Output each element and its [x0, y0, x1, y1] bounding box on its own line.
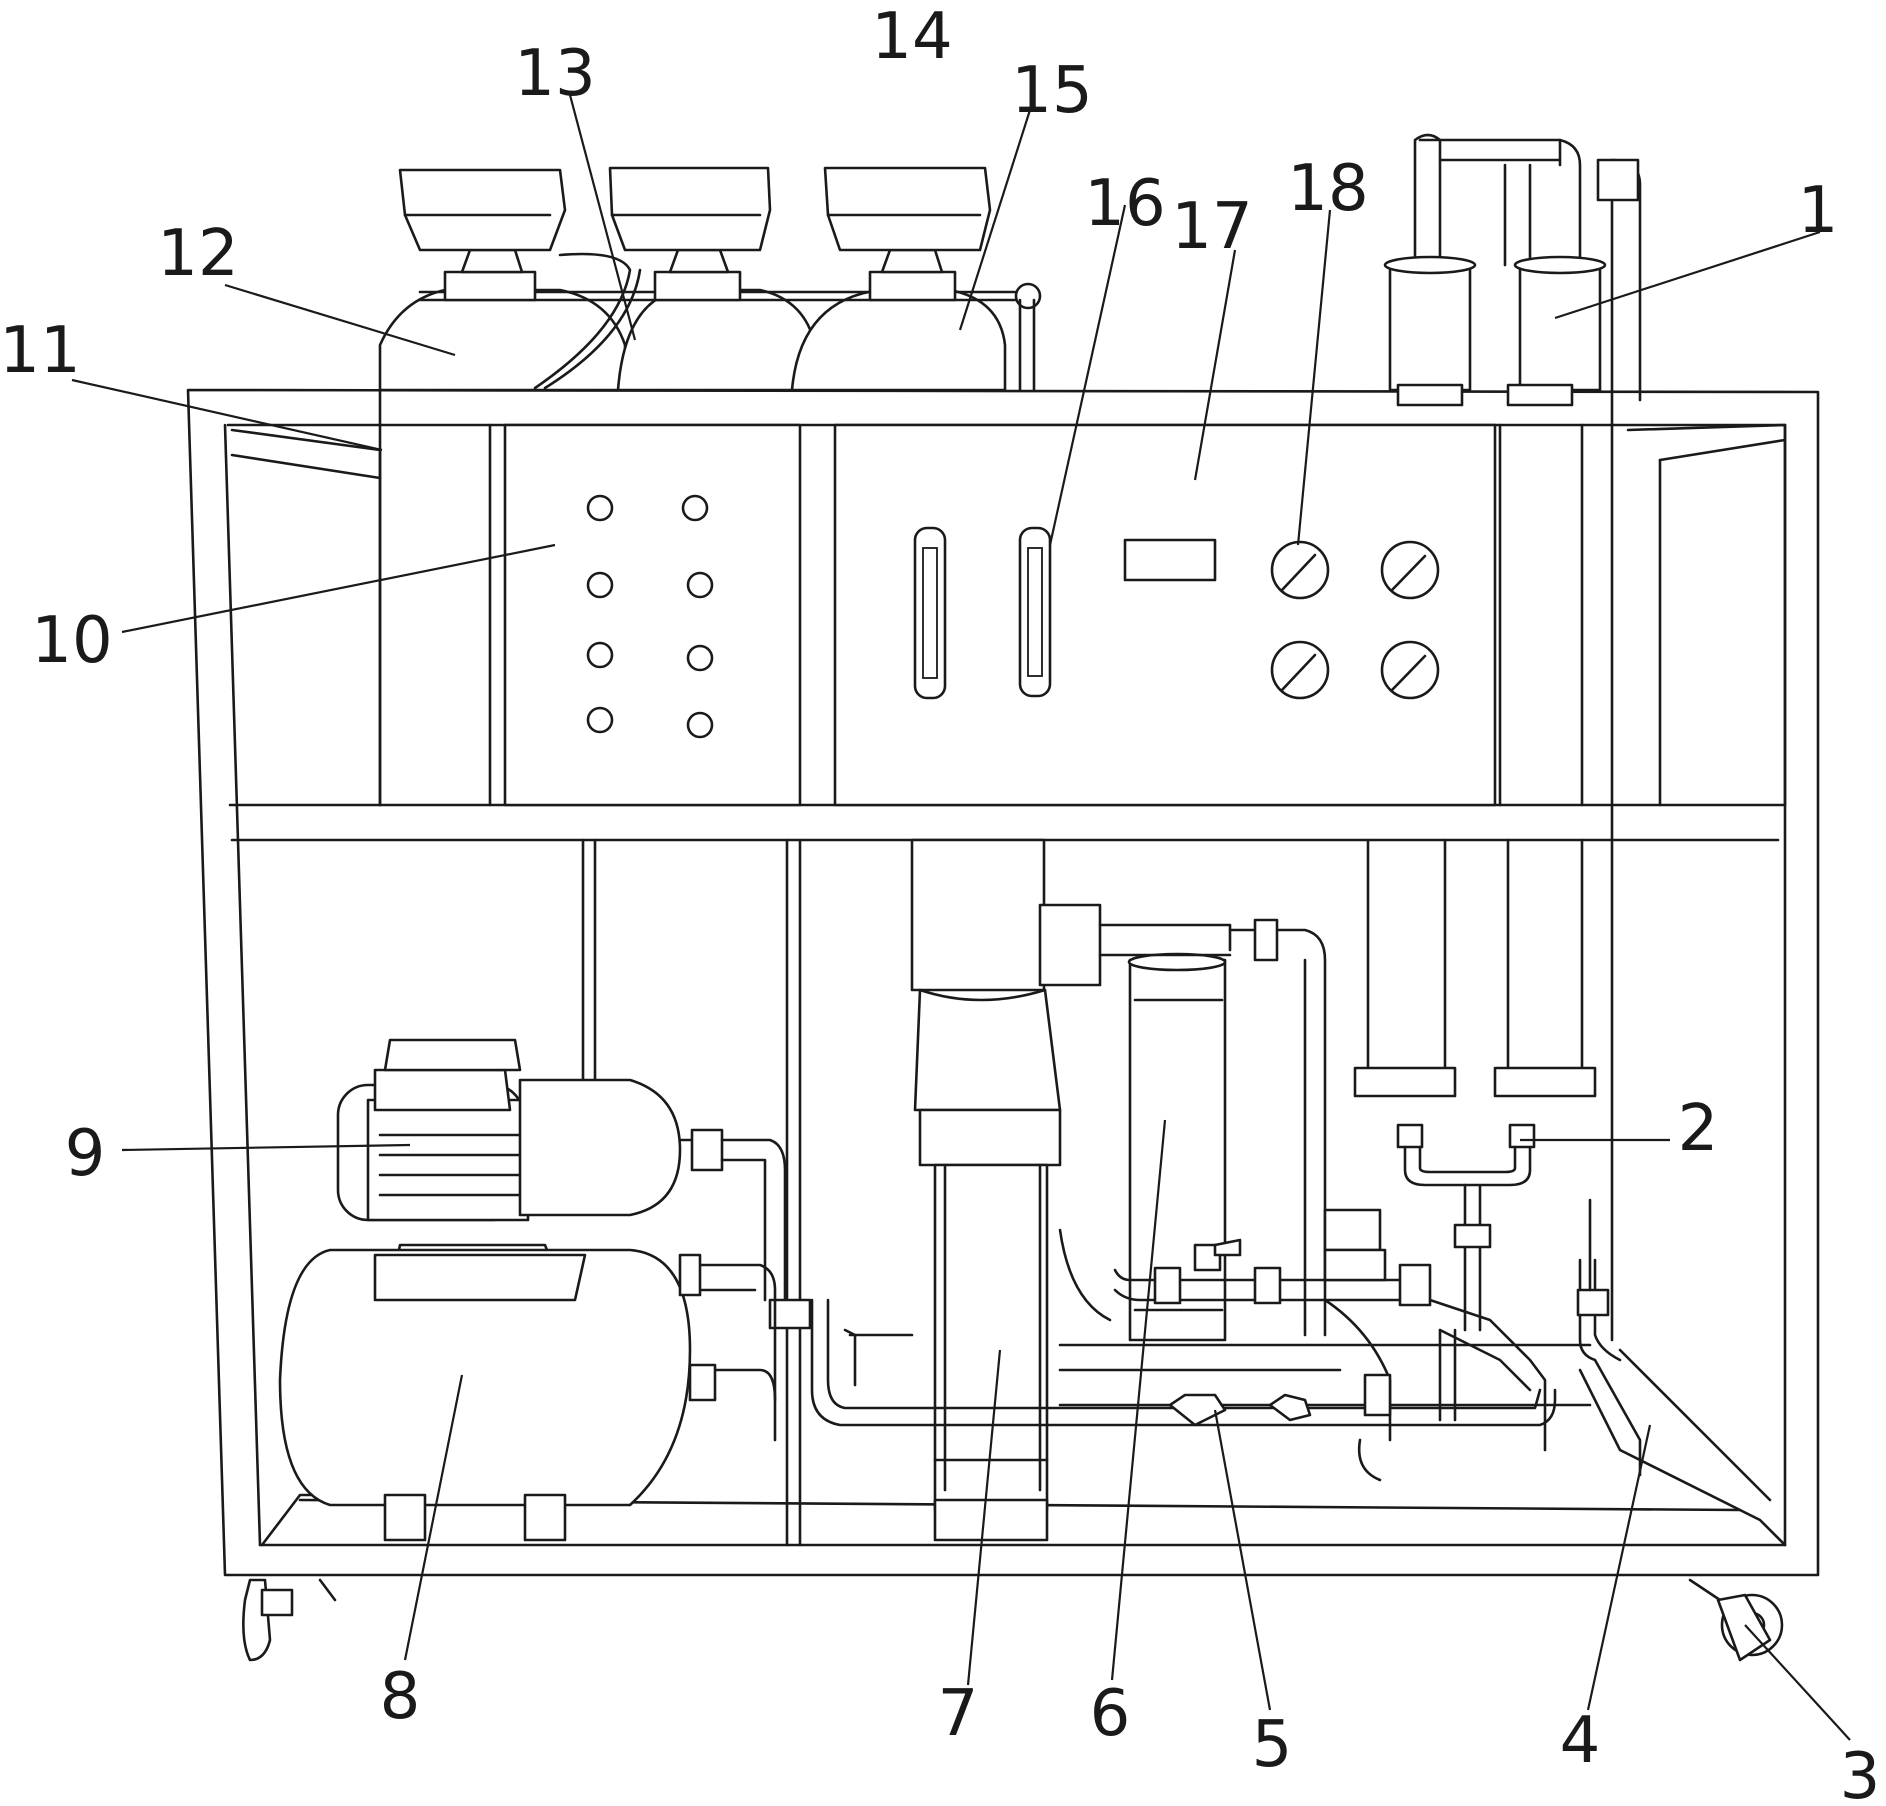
label-17: 17: [1171, 190, 1252, 264]
caster: [1688, 1578, 1784, 1662]
label-3: 3: [1840, 1740, 1881, 1806]
control-valve-head: [823, 166, 992, 302]
sand-filter: [910, 838, 1062, 1542]
label-14: 14: [871, 0, 952, 74]
label-15: 15: [1011, 54, 1092, 128]
label-7: 7: [938, 1677, 979, 1751]
control-panel-left: [503, 423, 802, 807]
control-panel-right: [833, 423, 1497, 807]
label-5: 5: [1252, 1708, 1293, 1782]
label-9: 9: [65, 1117, 106, 1191]
label-10: 10: [31, 604, 112, 678]
label-6: 6: [1090, 1677, 1131, 1751]
label-4: 4: [1560, 1704, 1601, 1778]
label-2: 2: [1678, 1092, 1719, 1166]
label-1: 1: [1798, 174, 1839, 248]
lower-piping: [810, 1198, 1642, 1482]
leader-lines: [71, 94, 1851, 1741]
label-11: 11: [0, 314, 81, 388]
label-12: 12: [157, 217, 238, 291]
control-valve-head: [608, 166, 772, 302]
caster: [242, 1578, 337, 1662]
pressure-gauge: [1270, 540, 1440, 700]
label-16: 16: [1084, 167, 1165, 241]
membrane-housing: [1353, 133, 1642, 1342]
label-18: 18: [1287, 152, 1368, 226]
label-13: 13: [514, 37, 595, 111]
filter-tank-group: [378, 166, 1042, 807]
label-8: 8: [380, 1660, 421, 1734]
booster-pump: [336, 1038, 812, 1330]
cartridge-filter: [1038, 903, 1327, 1342]
control-valve-head: [398, 168, 567, 302]
pressure-tank: [278, 1248, 777, 1542]
